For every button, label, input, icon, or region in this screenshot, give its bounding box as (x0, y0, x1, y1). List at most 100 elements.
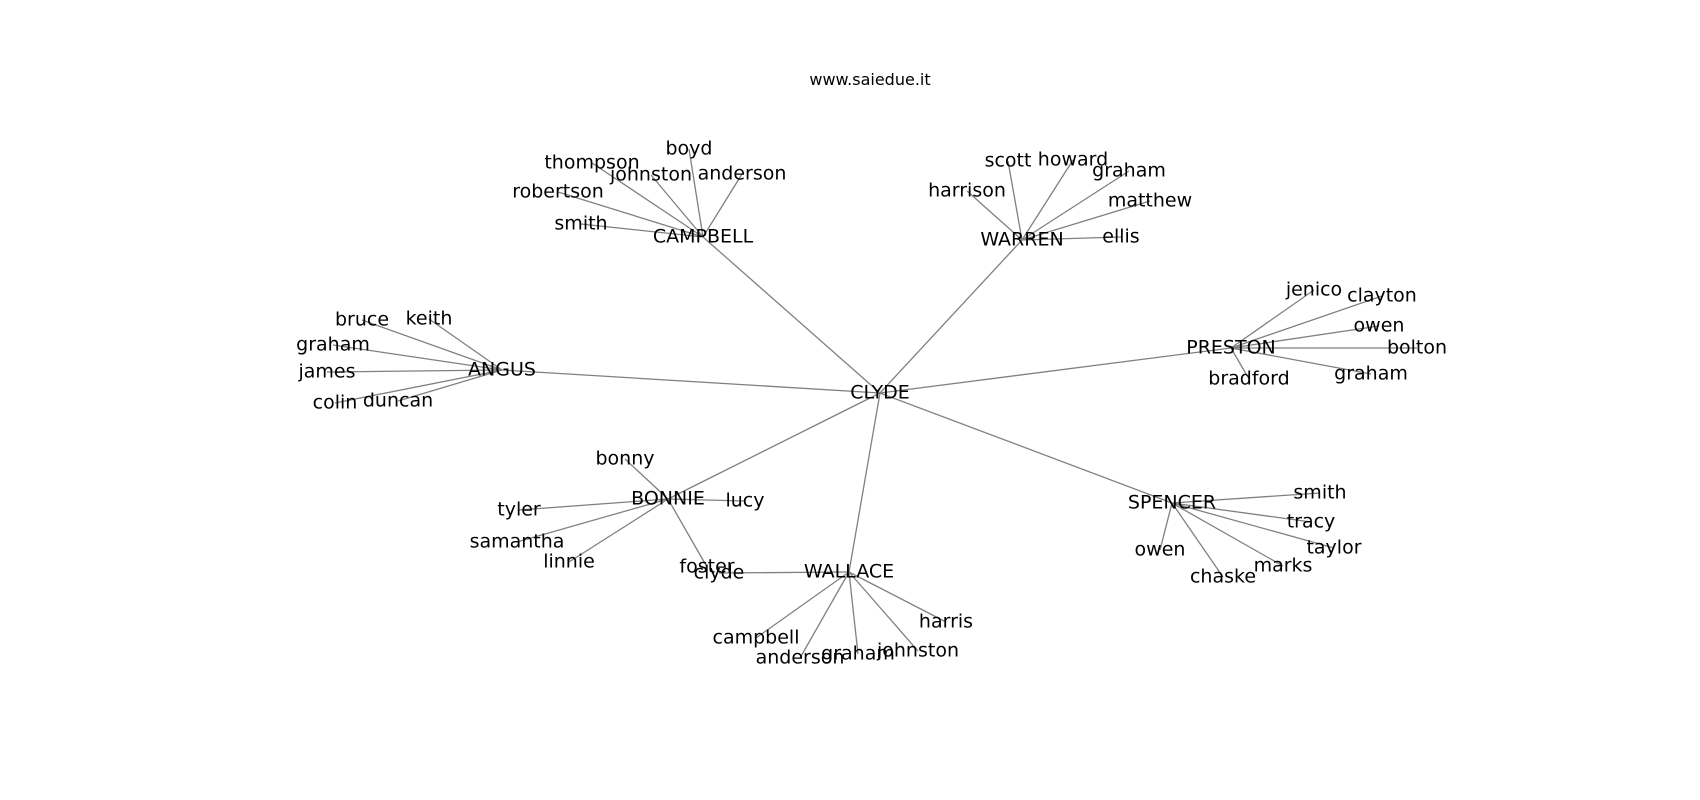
edge-hub-to-member (1159, 502, 1173, 551)
hub-node-label: SPENCER (1128, 492, 1216, 514)
edge-hub-to-member (966, 190, 1023, 241)
member-node-label: harrison (928, 180, 1006, 202)
member-node-label: harris (919, 611, 973, 633)
member-node-label: foster (679, 556, 734, 578)
member-node-label: graham (821, 643, 895, 665)
edge-hub-to-member (1230, 295, 1383, 349)
member-node-label: marks (1254, 555, 1313, 577)
page-title: www.saiedue.it (809, 70, 931, 89)
member-node-label: johnston (876, 640, 959, 662)
edge-hub-to-member (516, 498, 669, 543)
root-node-label: CLYDE (850, 382, 910, 404)
edge-hub-to-member (1171, 502, 1312, 523)
edge-hub-to-member (848, 571, 919, 652)
edge-hub-to-member (1230, 347, 1372, 375)
edge-root-to-hub (501, 369, 881, 394)
member-node-label: anderson (756, 647, 845, 669)
member-node-label: duncan (363, 390, 433, 412)
hub-node-label: BONNIE (631, 488, 705, 510)
member-node-label: keith (406, 308, 453, 330)
edge-root-to-hub (667, 392, 881, 500)
edge-hub-to-member (397, 369, 503, 402)
member-node-label: graham (1334, 363, 1408, 385)
edge-hub-to-member (1007, 160, 1023, 241)
edge-hub-to-member (361, 319, 503, 371)
hub-node-label: CAMPBELL (653, 226, 754, 248)
member-node-label: jenico (1285, 279, 1342, 301)
edge-hub-to-member (1171, 502, 1284, 567)
edge-root-to-hub (879, 347, 1232, 394)
hub-node-label: WARREN (980, 229, 1063, 251)
edge-root-to-hub (848, 392, 881, 573)
edge-hub-to-member (580, 223, 704, 238)
member-node-label: boyd (666, 138, 713, 160)
edge-hub-to-member (326, 369, 503, 373)
edge-hub-to-member (557, 191, 704, 238)
edge-hub-to-member (667, 498, 746, 502)
member-node-label: smith (554, 213, 607, 235)
member-node-label: howard (1038, 149, 1108, 171)
member-node-label: thompson (544, 152, 639, 174)
labels-layer: CLYDECAMPBELLsmithrobertsonthompsonjohns… (296, 138, 1447, 669)
edge-hub-to-member (718, 571, 850, 574)
member-node-label: tyler (497, 499, 541, 521)
edge-root-to-hub (879, 392, 1173, 504)
member-node-label: matthew (1108, 190, 1192, 212)
edge-hub-to-member (1171, 492, 1321, 504)
member-node-label: robertson (512, 181, 604, 203)
hub-node-label: WALLACE (804, 561, 894, 583)
edge-hub-to-member (1021, 170, 1130, 241)
member-node-label: samantha (470, 531, 565, 553)
member-node-label: scott (985, 150, 1032, 172)
member-node-label: owen (1354, 315, 1405, 337)
member-node-label: graham (1092, 160, 1166, 182)
edge-hub-to-member (1021, 236, 1122, 241)
member-node-label: anderson (698, 163, 787, 185)
hub-node-label: ANGUS (468, 359, 536, 381)
member-node-label: chaske (1190, 566, 1256, 588)
edges-layer (326, 148, 1417, 659)
edge-hub-to-member (568, 498, 669, 563)
edge-hub-to-member (591, 162, 704, 238)
edge-hub-to-member (1171, 502, 1224, 578)
edge-hub-to-member (799, 571, 850, 659)
member-node-label: bradford (1208, 368, 1289, 390)
edge-hub-to-member (1171, 502, 1335, 549)
member-node-label: linnie (543, 551, 595, 573)
member-node-label: colin (313, 392, 358, 414)
edge-hub-to-member (1230, 325, 1380, 349)
edge-hub-to-member (1230, 347, 1250, 380)
edge-hub-to-member (1021, 200, 1151, 241)
member-node-label: owen (1135, 539, 1186, 561)
member-node-label: clayton (1347, 285, 1417, 307)
edge-hub-to-member (332, 344, 503, 371)
member-node-label: campbell (713, 627, 800, 649)
edge-hub-to-member (848, 571, 859, 655)
edge-hub-to-member (1230, 289, 1315, 349)
member-node-label: clyde (694, 562, 745, 584)
member-node-label: lucy (725, 490, 764, 512)
member-node-label: taylor (1306, 537, 1361, 559)
member-node-label: bonny (595, 448, 654, 470)
member-node-label: graham (296, 334, 370, 356)
edge-hub-to-member (650, 174, 704, 238)
member-node-label: tracy (1287, 511, 1336, 533)
edge-hub-to-member (428, 318, 503, 371)
edge-hub-to-member (624, 458, 669, 500)
edge-hub-to-member (1021, 159, 1074, 241)
member-node-label: ellis (1102, 226, 1139, 248)
member-node-label: bruce (335, 309, 389, 331)
edge-hub-to-member (848, 571, 947, 623)
edge-root-to-hub (879, 239, 1023, 394)
member-node-label: smith (1293, 482, 1346, 504)
edge-hub-to-member (755, 571, 850, 639)
member-node-label: james (297, 361, 355, 383)
member-node-label: johnston (609, 164, 692, 186)
member-node-label: bolton (1387, 337, 1447, 359)
edge-root-to-hub (702, 236, 881, 394)
edge-hub-to-member (518, 498, 669, 511)
edge-hub-to-member (334, 369, 503, 404)
edge-hub-to-member (702, 173, 743, 238)
edge-hub-to-member (688, 148, 704, 238)
